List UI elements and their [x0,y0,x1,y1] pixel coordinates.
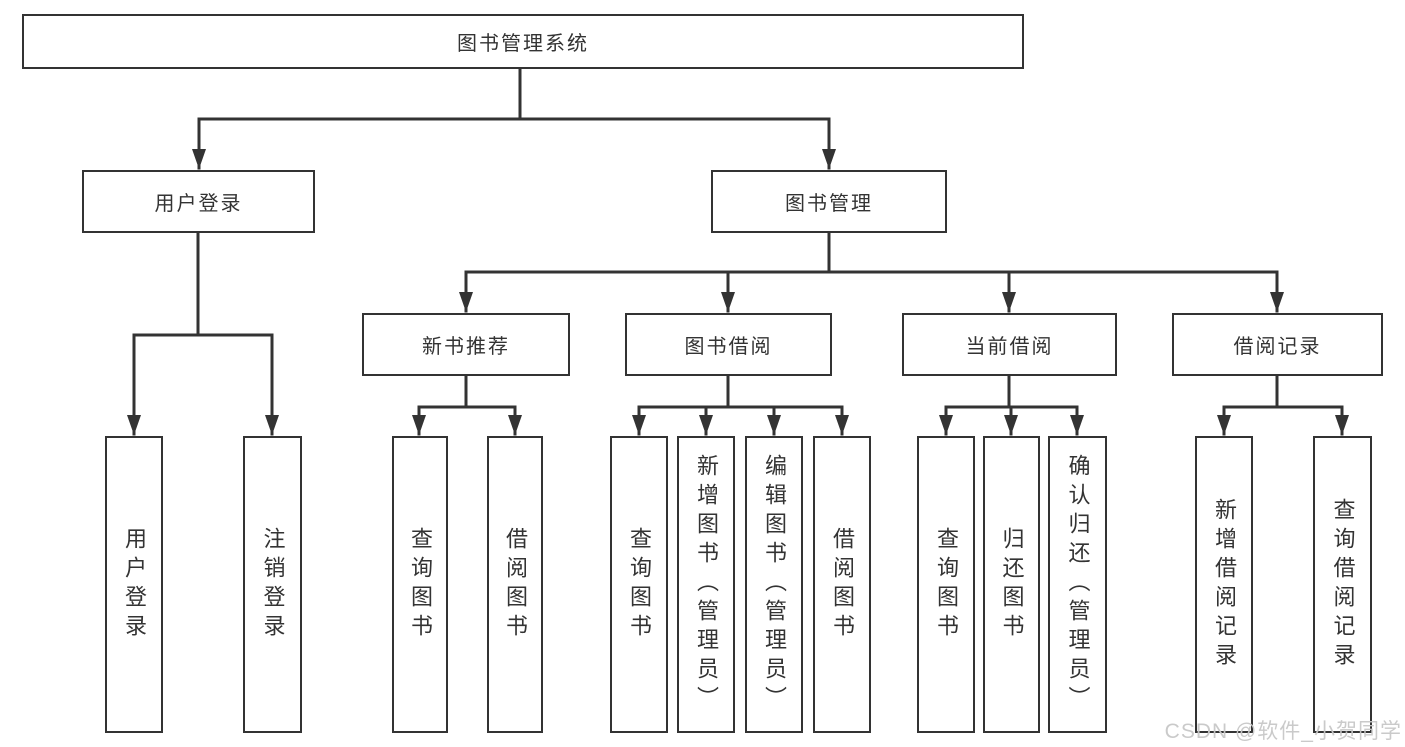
leaf-confirm-return-admin: 确认归还（管理员） [1048,436,1107,733]
leaf-add-borrow-record: 新增借阅记录 [1195,436,1253,733]
node-label: 图书借阅 [684,336,773,358]
leaf-query-books-borrowing: 查询图书 [610,436,668,733]
leaf-query-borrow-record: 查询借阅记录 [1313,436,1372,733]
node-label: 查询图书 [408,526,433,643]
connector-current-borrow-trunk [944,374,1079,409]
connector-borrow-record-trunk [1222,374,1344,409]
node-book-management: 图书管理 [711,170,947,233]
node-label: 查询图书 [934,526,959,643]
leaf-borrow-books: 借阅图书 [813,436,871,733]
node-borrowing-records: 借阅记录 [1172,313,1383,376]
node-label: 新增借阅记录 [1212,497,1237,672]
node-label: 确认归还（管理员） [1065,454,1091,715]
node-label: 归还图书 [999,526,1025,643]
leaf-query-books-recommend: 查询图书 [392,436,448,733]
node-current-borrowing: 当前借阅 [902,313,1117,376]
node-label: 查询借阅记录 [1330,497,1356,672]
node-new-book-recommend: 新书推荐 [362,313,570,376]
leaf-return-books: 归还图书 [983,436,1040,733]
connector-book-mgmt-trunk [464,231,1279,274]
node-label: 新书推荐 [422,336,510,358]
connector-new-book-trunk [417,374,517,409]
node-label: 借阅图书 [503,526,528,643]
node-label: 借阅图书 [830,526,855,643]
node-label: 注销登录 [260,526,286,643]
connector-book-borrow-trunk [637,374,844,409]
node-label: 借阅记录 [1233,336,1322,358]
node-label: 图书管理系统 [457,33,589,55]
node-user-login: 用户登录 [82,170,315,233]
node-label: 当前借阅 [965,336,1054,358]
leaf-user-login: 用户登录 [105,436,163,733]
node-library-management-system: 图书管理系统 [22,14,1024,69]
node-label: 用户登录 [122,526,147,643]
node-label: 用户登录 [154,193,243,215]
node-label: 新增图书（管理员） [694,454,719,715]
leaf-add-books-admin: 新增图书（管理员） [677,436,735,733]
leaf-edit-books-admin: 编辑图书（管理员） [745,436,803,733]
node-book-borrowing: 图书借阅 [625,313,832,376]
connector-root-trunk [197,67,831,121]
node-label: 查询图书 [627,526,652,643]
node-label: 编辑图书（管理员） [762,454,787,715]
leaf-logout: 注销登录 [243,436,302,733]
node-label: 图书管理 [785,193,873,215]
leaf-borrow-books-recommend: 借阅图书 [487,436,543,733]
leaf-query-books-current: 查询图书 [917,436,975,733]
connector-user-login-trunk [132,231,274,337]
